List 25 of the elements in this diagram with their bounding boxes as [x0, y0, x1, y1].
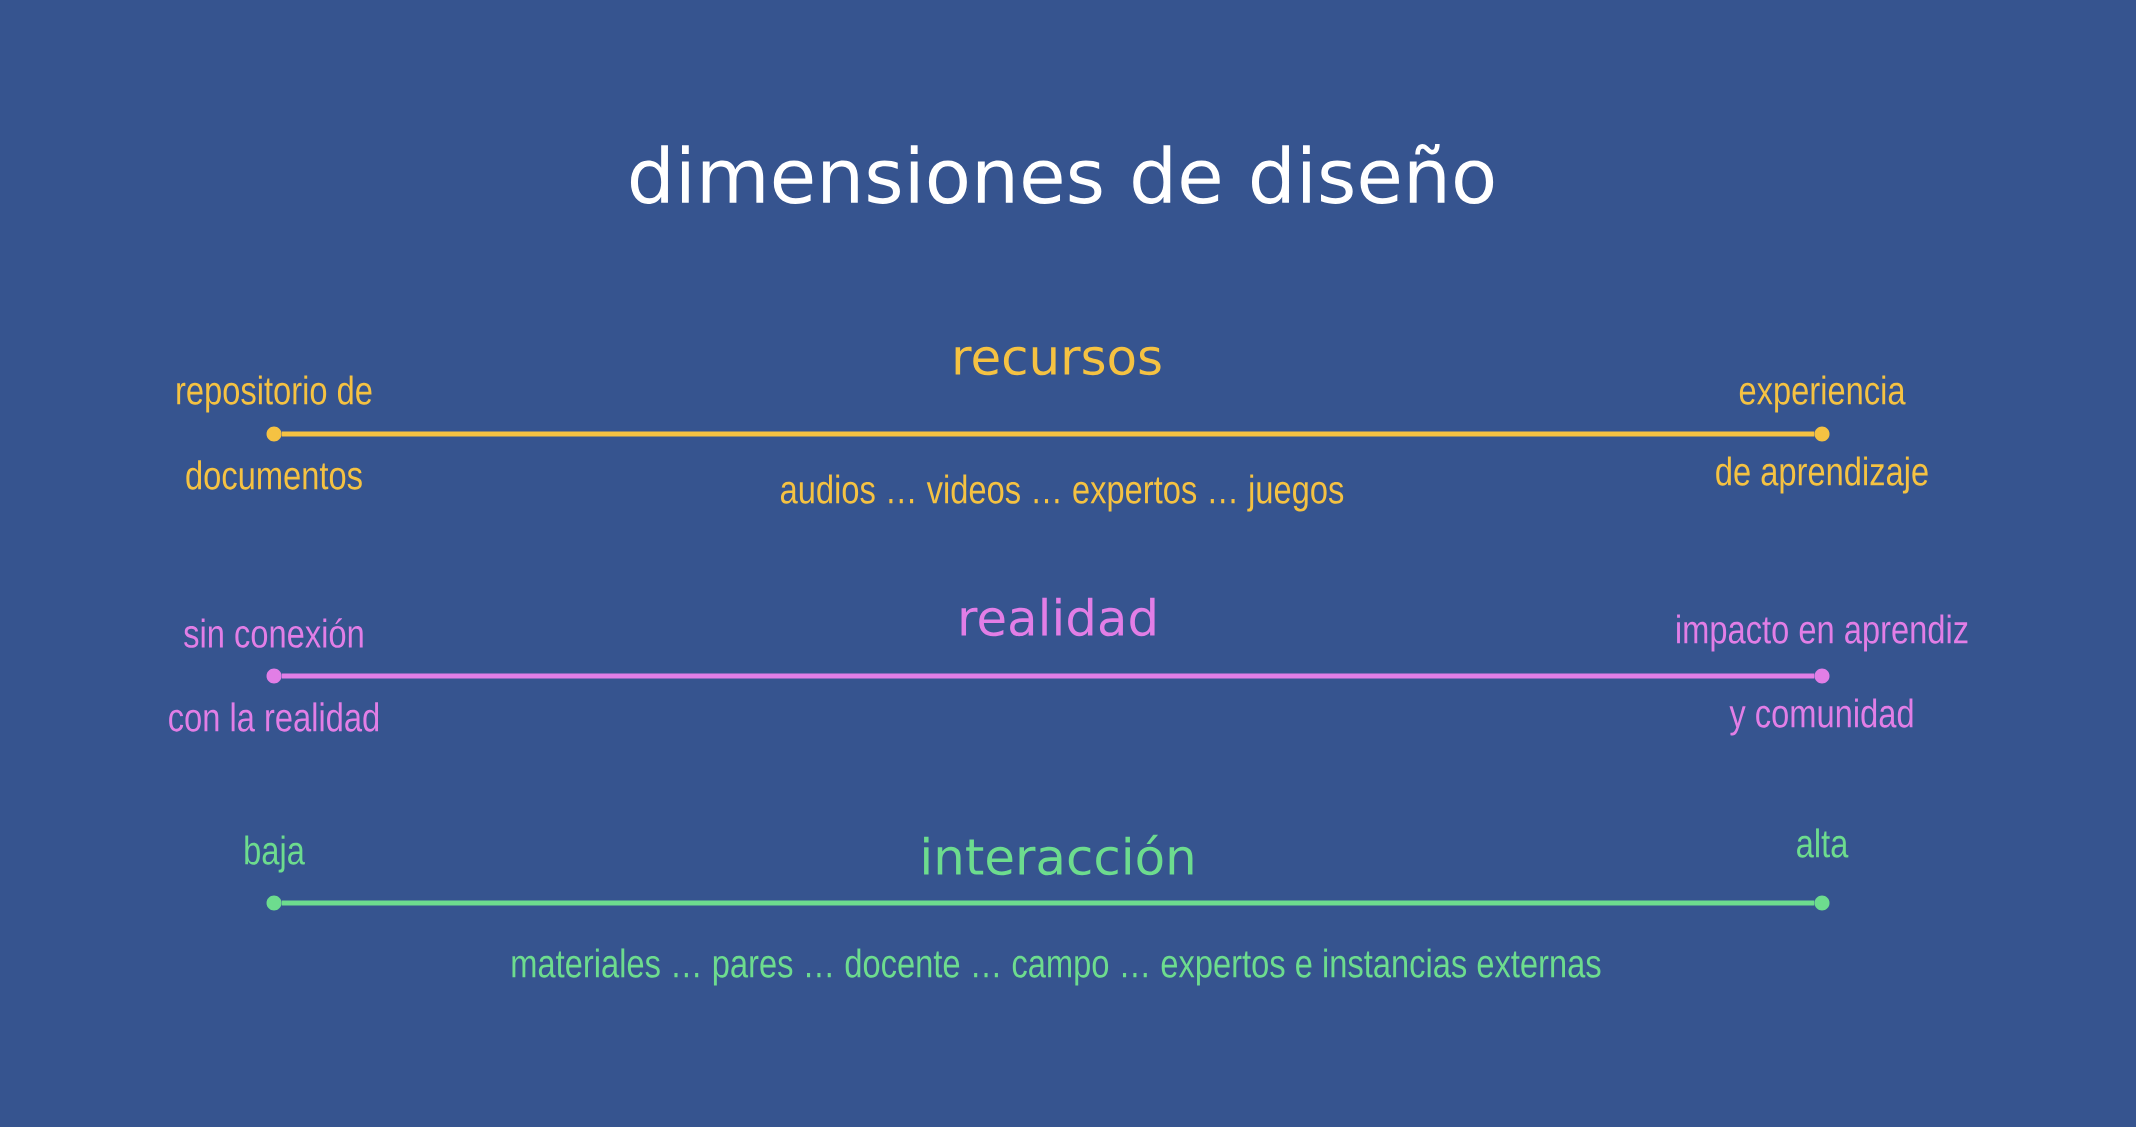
end-dot	[1814, 895, 1830, 911]
scale-examples: materiales … pares … docente … campo … expertos e instancias externas	[512, 948, 1601, 986]
end-dot	[1814, 426, 1830, 442]
title: dimensiones de diseño	[630, 144, 1494, 204]
scale-examples: audios … videos … expertos … juegos	[780, 474, 1344, 512]
end-label: baja	[245, 835, 305, 873]
end-label: repositorio de	[177, 375, 372, 413]
end-dot	[266, 426, 282, 442]
end-dot	[266, 668, 282, 684]
scale-title: recursos	[955, 346, 1161, 376]
scale-line	[281, 673, 1815, 679]
end-label: experiencia	[1739, 375, 1906, 413]
end-dot	[266, 895, 282, 911]
scale-line	[281, 431, 1815, 437]
end-dot	[1814, 668, 1830, 684]
end-label: con la realidad	[169, 702, 379, 732]
end-label: y comunidad	[1729, 698, 1913, 736]
scale-title: interacción	[924, 834, 1193, 876]
scale-line	[281, 900, 1815, 906]
end-label: impacto en aprendiz	[1677, 614, 1968, 652]
scale-title: realidad	[961, 597, 1155, 637]
end-label: documentos	[186, 460, 362, 490]
end-label: alta	[1797, 828, 1849, 858]
end-label: de aprendizaje	[1716, 456, 1928, 494]
end-label: sin conexión	[184, 618, 363, 648]
